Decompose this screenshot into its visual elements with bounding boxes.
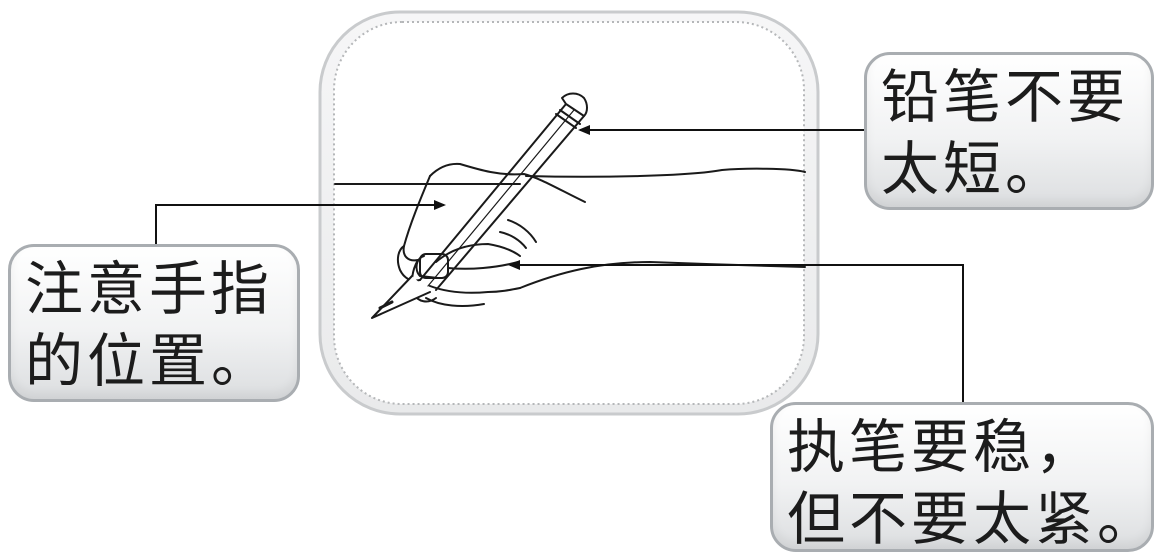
connector-lines: [155, 125, 964, 402]
arrow-to-finger-position: [155, 200, 446, 246]
callout-fingers-line2: 的位置。: [25, 327, 274, 395]
callout-grip-line1: 执笔要稳，: [787, 413, 1098, 481]
callout-grip-steady: 执笔要稳， 但不要太紧。: [770, 402, 1156, 553]
callout-fingers-line1: 注意手指: [25, 255, 274, 323]
arrow-to-grip: [508, 260, 964, 402]
callout-pencil-line2: 太短。: [881, 135, 1068, 203]
callout-grip-line2: 但不要太紧。: [787, 485, 1156, 553]
hand-holding-pencil-illustration: [334, 92, 806, 319]
callout-pencil-line1: 铅笔不要: [881, 63, 1130, 131]
illustration-frame: [318, 10, 820, 416]
callout-pencil-length: 铅笔不要 太短。: [864, 52, 1154, 210]
callout-finger-position: 注意手指 的位置。: [8, 244, 300, 402]
